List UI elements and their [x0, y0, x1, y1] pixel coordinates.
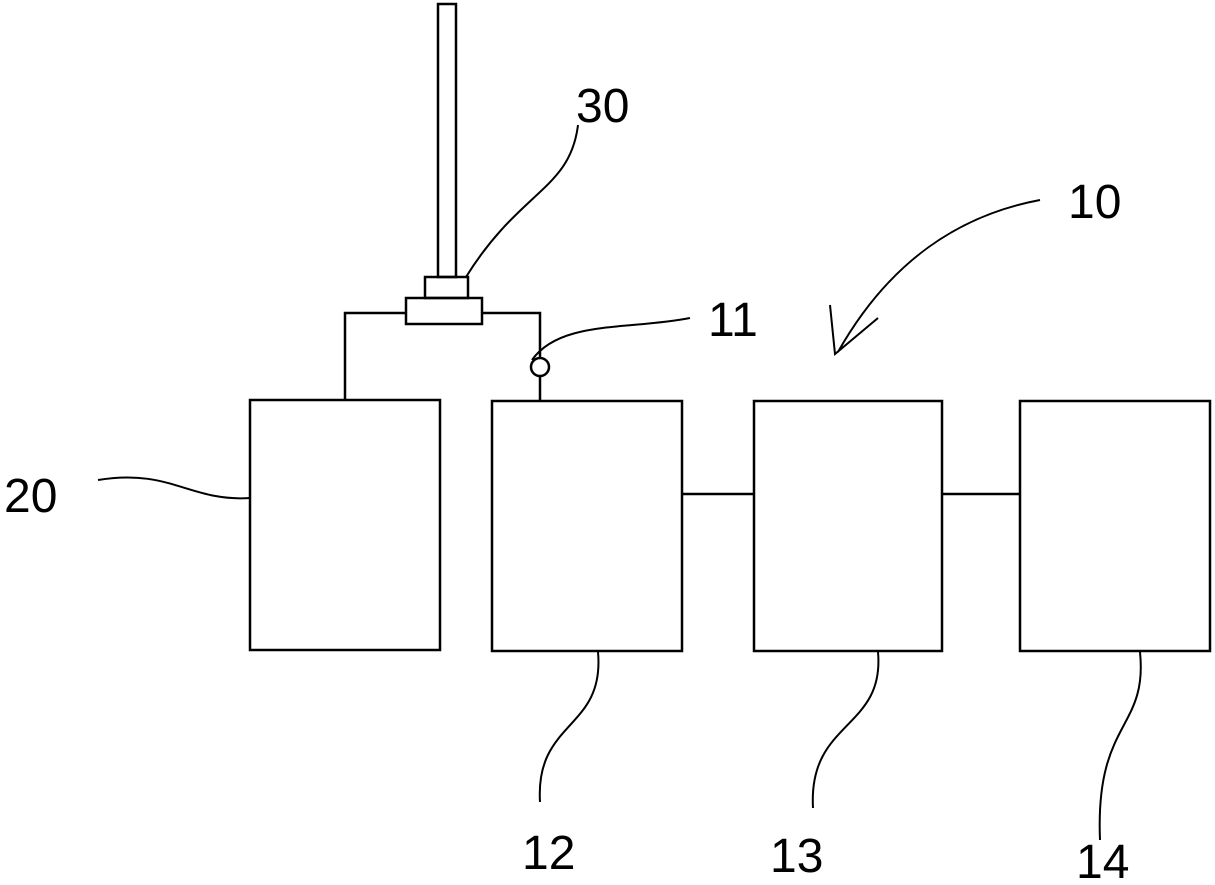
connection-lines: [343, 311, 542, 401]
label-13: 13: [770, 830, 823, 883]
box-12: [490, 399, 684, 653]
leader-20: [97, 476, 251, 500]
label-10: 10: [1068, 176, 1121, 229]
arrow-10: [829, 199, 1041, 356]
box-14: [1018, 399, 1212, 653]
label-20: 20: [4, 470, 57, 523]
connector-assembly: [404, 275, 484, 326]
leader-12: [538, 651, 600, 803]
leader-11: [531, 317, 691, 361]
leader-13: [811, 651, 880, 809]
label-11: 11: [708, 294, 758, 347]
vertical-rod: [436, 2, 458, 279]
box-20: [248, 398, 442, 652]
label-12: 12: [522, 827, 575, 880]
sensor-circle: [529, 356, 551, 378]
leader-30: [465, 124, 579, 278]
box-13: [752, 399, 944, 653]
label-14: 14: [1076, 836, 1129, 885]
label-30: 30: [576, 80, 629, 133]
leader-14: [1098, 651, 1142, 841]
